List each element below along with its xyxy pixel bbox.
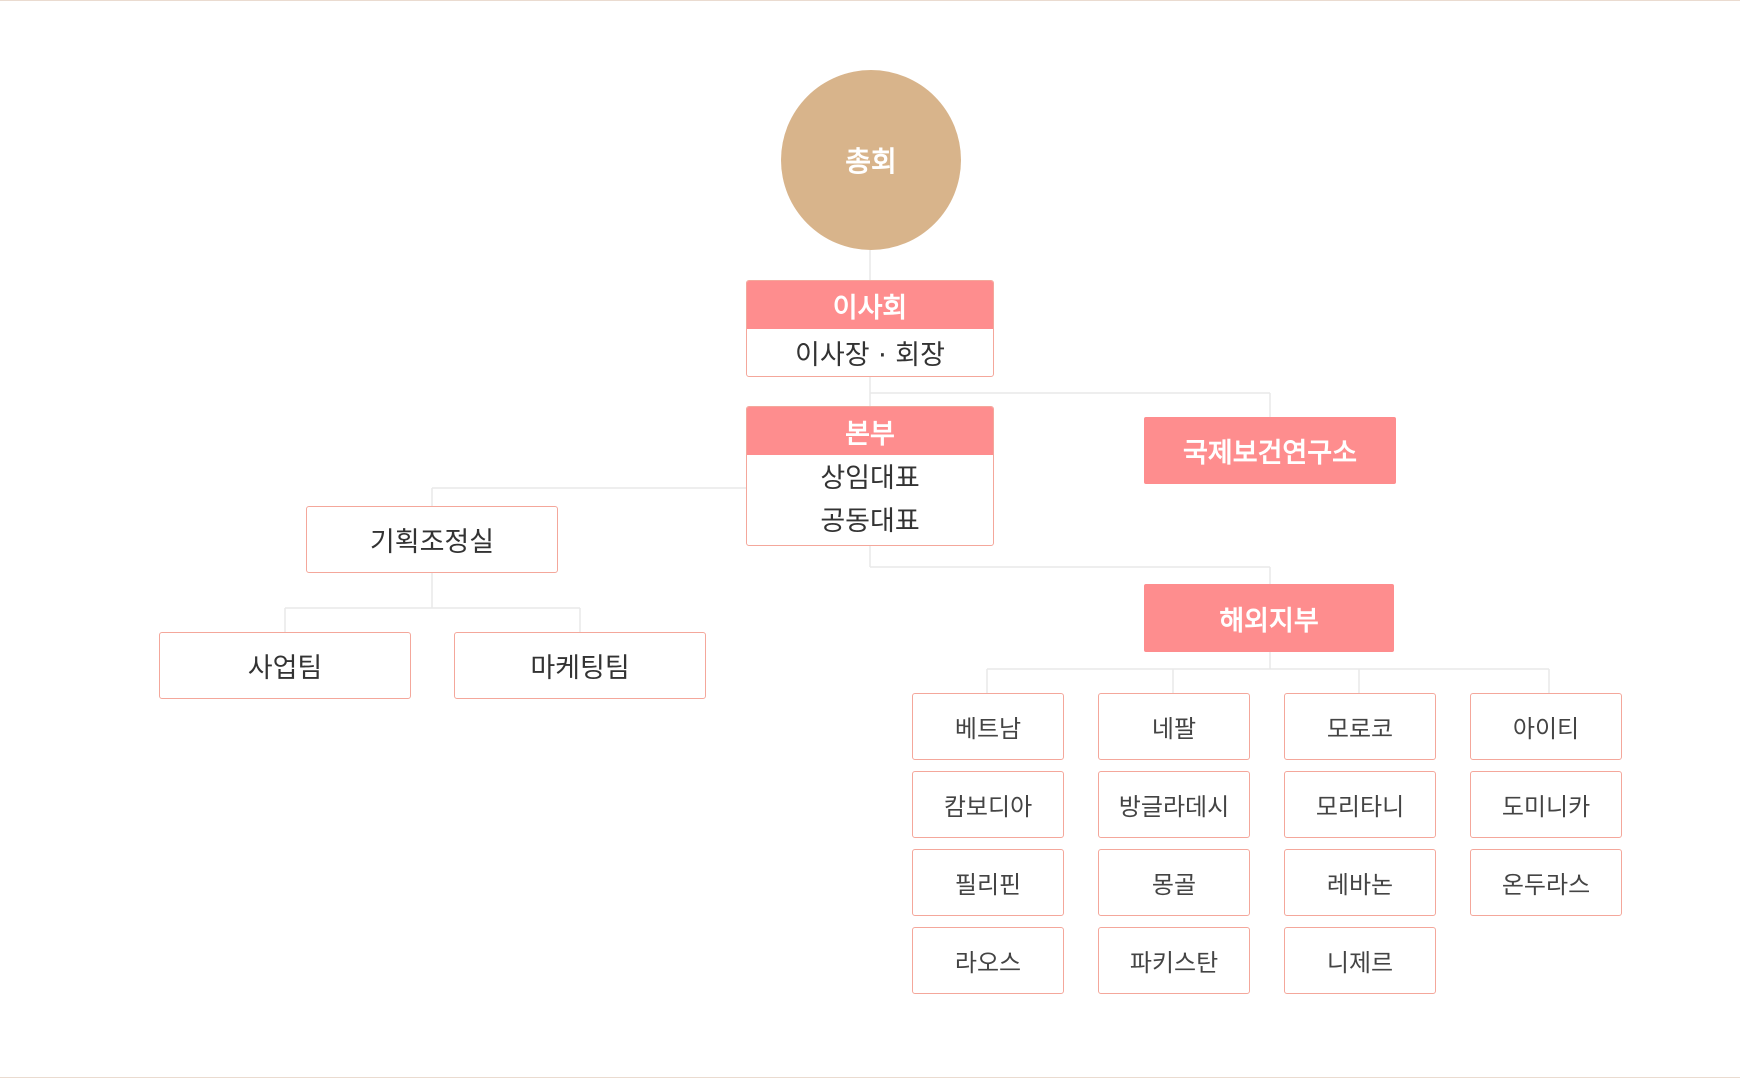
country-label: 도미니카 [1501,793,1591,821]
country-label: 온두라스 [1501,871,1591,899]
general-assembly-label: 총회 [845,145,897,178]
country-box: 방글라데시 [1098,771,1250,838]
country-grid: 베트남 캄보디아 필리핀 라오스 네팔 방글라데시 몽골 파키스탄 모로코 모리… [912,693,1622,995]
country-box: 캄보디아 [912,771,1064,838]
country-label: 네팔 [1151,715,1197,743]
country-box: 몽골 [1098,849,1250,916]
headquarters-title: 본부 [747,407,993,455]
board-card: 이사회 이사장 · 회장 [746,280,994,377]
institute-node: 국제보건연구소 [1144,417,1396,484]
country-box: 레바논 [1284,849,1436,916]
institute-label: 국제보건연구소 [1183,438,1357,469]
overseas-branch-label: 해외지부 [1219,605,1319,637]
planning-office-node: 기획조정실 [306,506,558,573]
country-box: 네팔 [1098,693,1250,760]
country-label: 필리핀 [954,871,1022,899]
country-box: 필리핀 [912,849,1064,916]
country-label: 파키스탄 [1129,949,1219,977]
country-label: 모로코 [1326,715,1394,743]
headquarters-line-standing-rep: 상임대표 [820,463,920,494]
country-box: 온두라스 [1470,849,1622,916]
country-label: 라오스 [954,949,1022,977]
country-label: 방글라데시 [1118,793,1230,821]
top-border-line [0,0,1740,1]
general-assembly-node: 총회 [781,70,961,250]
country-label: 니제르 [1326,949,1394,977]
business-team-node: 사업팀 [159,632,411,699]
business-team-label: 사업팀 [247,653,323,684]
country-label: 몽골 [1151,871,1197,899]
marketing-team-label: 마케팅팀 [530,653,630,684]
country-box: 모로코 [1284,693,1436,760]
country-box: 니제르 [1284,927,1436,994]
headquarters-card: 본부 상임대표 공동대표 [746,406,994,546]
marketing-team-node: 마케팅팀 [454,632,706,699]
planning-office-label: 기획조정실 [369,527,495,558]
country-label: 캄보디아 [943,793,1033,821]
board-title: 이사회 [747,281,993,329]
overseas-branch-node: 해외지부 [1144,584,1394,652]
country-label: 베트남 [954,715,1022,743]
country-label: 레바논 [1326,871,1394,899]
bottom-border-line [0,1077,1740,1078]
board-members: 이사장 · 회장 [795,340,945,371]
country-label: 아이티 [1512,715,1580,743]
country-box: 아이티 [1470,693,1622,760]
country-box: 도미니카 [1470,771,1622,838]
country-box: 라오스 [912,927,1064,994]
country-box: 파키스탄 [1098,927,1250,994]
headquarters-line-co-rep: 공동대표 [820,506,920,537]
country-label: 모리타니 [1315,793,1405,821]
country-box: 모리타니 [1284,771,1436,838]
country-box: 베트남 [912,693,1064,760]
